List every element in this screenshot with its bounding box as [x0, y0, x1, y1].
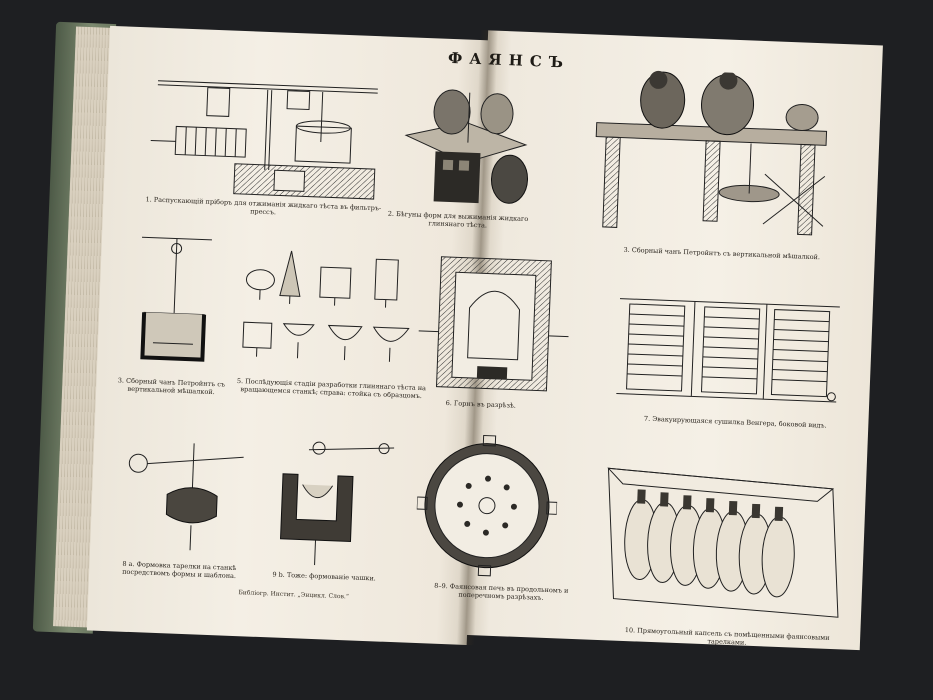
figure-9b-illustration — [264, 428, 399, 573]
figure-3-illustration — [127, 227, 223, 380]
figure-8a-illustration — [120, 433, 265, 558]
figure-1-illustration — [144, 65, 384, 204]
figure-4-illustration — [582, 67, 858, 247]
open-book: ФАЯНСЪ 1. Распускающій пріборъ для отжим… — [32, 0, 900, 700]
figure-10-illustration — [593, 458, 854, 633]
figure-6-illustration — [416, 246, 572, 402]
figure-8-9-illustration — [414, 431, 559, 581]
figure-5-illustration — [232, 234, 437, 382]
figure-7-illustration — [611, 288, 845, 412]
figure-2-illustration — [393, 80, 538, 215]
